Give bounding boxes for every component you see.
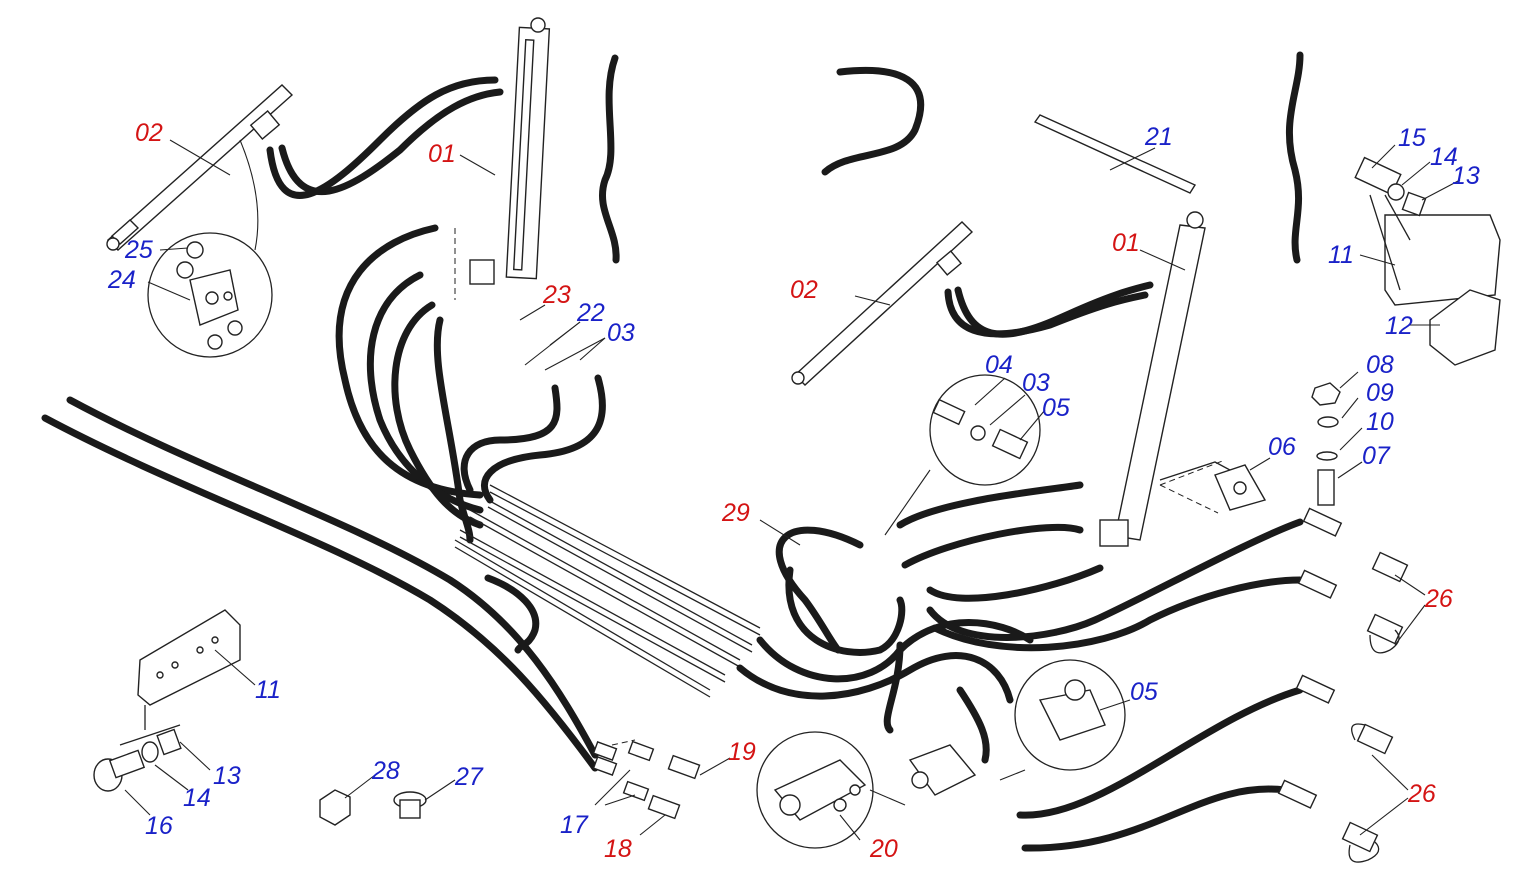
couplers-17-18-19 bbox=[592, 739, 731, 836]
callout-17: 17 bbox=[560, 811, 589, 839]
callout-13-right: 13 bbox=[1452, 162, 1480, 190]
callout-27: 27 bbox=[454, 763, 484, 791]
callout-13-left: 13 bbox=[213, 762, 241, 790]
callout-01-right: 01 bbox=[1112, 229, 1140, 257]
callout-08: 08 bbox=[1366, 351, 1394, 379]
callout-23: 23 bbox=[542, 281, 571, 309]
bracket-11-12-right bbox=[1354, 156, 1501, 366]
callout-26-top: 26 bbox=[1424, 585, 1453, 613]
callout-11-right: 11 bbox=[1328, 241, 1354, 269]
cylinder-02-left bbox=[106, 84, 294, 251]
callout-01-left: 01 bbox=[428, 140, 456, 168]
callout-22: 22 bbox=[576, 299, 605, 327]
callout-05-bottom: 05 bbox=[1130, 678, 1158, 706]
hoses-right-group bbox=[736, 281, 1304, 852]
callout-29: 29 bbox=[721, 499, 750, 527]
detail-circle-divider-valve bbox=[756, 731, 977, 849]
callout-02-left: 02 bbox=[135, 119, 163, 147]
callout-11-left: 11 bbox=[255, 676, 281, 704]
callout-25: 25 bbox=[124, 236, 153, 264]
callout-12: 12 bbox=[1385, 312, 1413, 340]
bracket-hardware-06-10 bbox=[1159, 382, 1341, 514]
callout-21: 21 bbox=[1144, 123, 1173, 151]
callout-07: 07 bbox=[1362, 442, 1391, 470]
cylinder-01-right bbox=[1099, 211, 1231, 547]
callout-02-right: 02 bbox=[790, 276, 818, 304]
callout-24: 24 bbox=[107, 266, 136, 294]
callout-05-top: 05 bbox=[1042, 394, 1070, 422]
detail-circle-fittings bbox=[884, 374, 1041, 536]
callout-15: 15 bbox=[1398, 124, 1426, 152]
quick-couplers-26 bbox=[1277, 507, 1426, 863]
callout-14-right: 14 bbox=[1430, 143, 1458, 171]
floating-hoses-top bbox=[821, 51, 1304, 264]
hoses-left-group bbox=[266, 54, 620, 544]
detail-circle-valve-block bbox=[147, 139, 273, 358]
leader-lines bbox=[124, 139, 1461, 841]
callout-03-left: 03 bbox=[607, 319, 635, 347]
long-hoses-bottom-left bbox=[41, 396, 599, 772]
callout-06: 06 bbox=[1268, 433, 1296, 461]
detail-circle-tee-fitting bbox=[999, 659, 1126, 781]
callout-04: 04 bbox=[985, 351, 1013, 379]
steel-pipe-bundle bbox=[454, 484, 761, 698]
callout-19: 19 bbox=[728, 738, 756, 766]
callout-labels: 02 01 25 24 23 22 03 21 02 01 15 14 13 1… bbox=[107, 119, 1480, 863]
callout-26-bottom: 26 bbox=[1407, 780, 1436, 808]
callout-10: 10 bbox=[1366, 408, 1394, 436]
callout-16: 16 bbox=[145, 812, 173, 840]
callout-18: 18 bbox=[604, 835, 632, 863]
bracket-11-13-14-16-left bbox=[93, 609, 241, 792]
callout-03-right: 03 bbox=[1022, 369, 1050, 397]
callout-09: 09 bbox=[1366, 379, 1394, 407]
callout-14-left: 14 bbox=[183, 784, 211, 812]
cylinder-01-left bbox=[454, 17, 551, 300]
plugs-27-28 bbox=[319, 789, 427, 826]
callout-28: 28 bbox=[371, 757, 400, 785]
callout-20: 20 bbox=[869, 835, 898, 863]
